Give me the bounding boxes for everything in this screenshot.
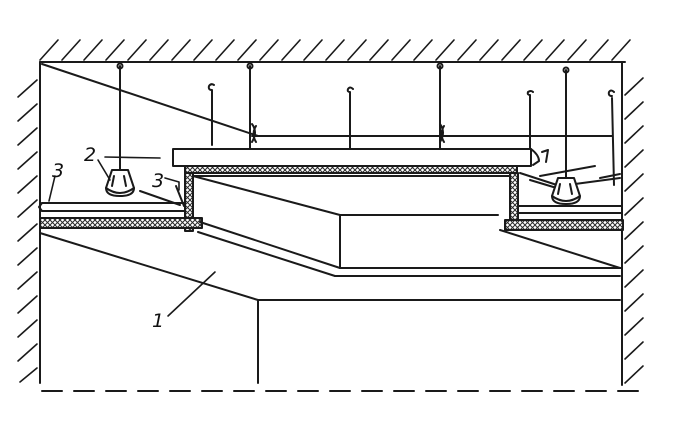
callout-3-right-label: 3 bbox=[152, 170, 165, 192]
left-ceiling-panel bbox=[38, 202, 203, 229]
right-lamp bbox=[551, 177, 581, 205]
left-reflector bbox=[139, 185, 185, 207]
callout-2-label: 2 bbox=[84, 144, 97, 166]
rear-bracket bbox=[251, 123, 613, 143]
suspension-rods bbox=[116, 62, 615, 186]
callout-3-left-label: 3 bbox=[52, 160, 65, 182]
cove-surfaces bbox=[39, 175, 623, 384]
top-board bbox=[172, 148, 549, 167]
ceiling-slab bbox=[39, 39, 631, 63]
right-wall bbox=[621, 61, 644, 386]
callout-1-label: 1 bbox=[152, 310, 165, 332]
left-wall bbox=[17, 61, 41, 384]
perspective-line bbox=[41, 63, 259, 137]
callout-leaders bbox=[48, 156, 216, 317]
left-lamp bbox=[105, 169, 135, 197]
